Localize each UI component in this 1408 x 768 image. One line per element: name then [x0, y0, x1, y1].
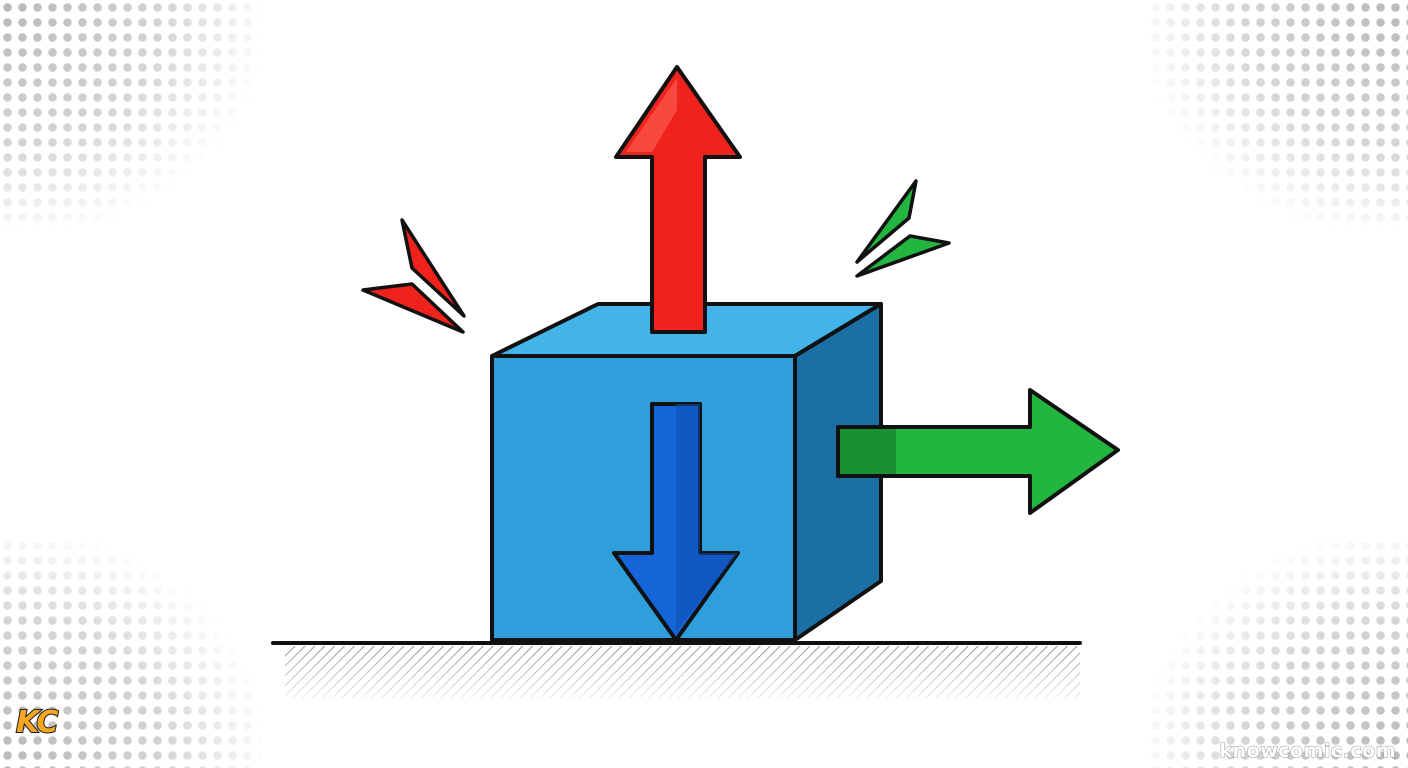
motion-spark-icon: [361, 218, 466, 334]
spark-red-upper: [400, 218, 466, 318]
spark-green-upper: [855, 179, 918, 264]
spark-green-lower: [855, 234, 951, 278]
ground-surface: [271, 641, 1082, 698]
spark-red-lower: [361, 282, 465, 334]
halftone-corner-top-right: [1148, 0, 1408, 230]
logo: KC: [15, 705, 59, 740]
arrow-down-shade: [676, 404, 738, 632]
ground-hatching: [285, 646, 1080, 698]
motion-spark-icon: [855, 179, 951, 278]
arrow-up-highlight: [626, 78, 677, 152]
arrow-right-shadow: [840, 429, 896, 474]
arrow-right-icon: [836, 388, 1120, 515]
arrow-up-icon: [614, 65, 742, 334]
halftone-corner-bottom-left: [0, 538, 260, 768]
halftone-corner-top-left: [0, 0, 260, 230]
watermark: knowcomic.com: [1219, 740, 1396, 762]
halftone-corner-bottom-right: [1148, 538, 1408, 768]
